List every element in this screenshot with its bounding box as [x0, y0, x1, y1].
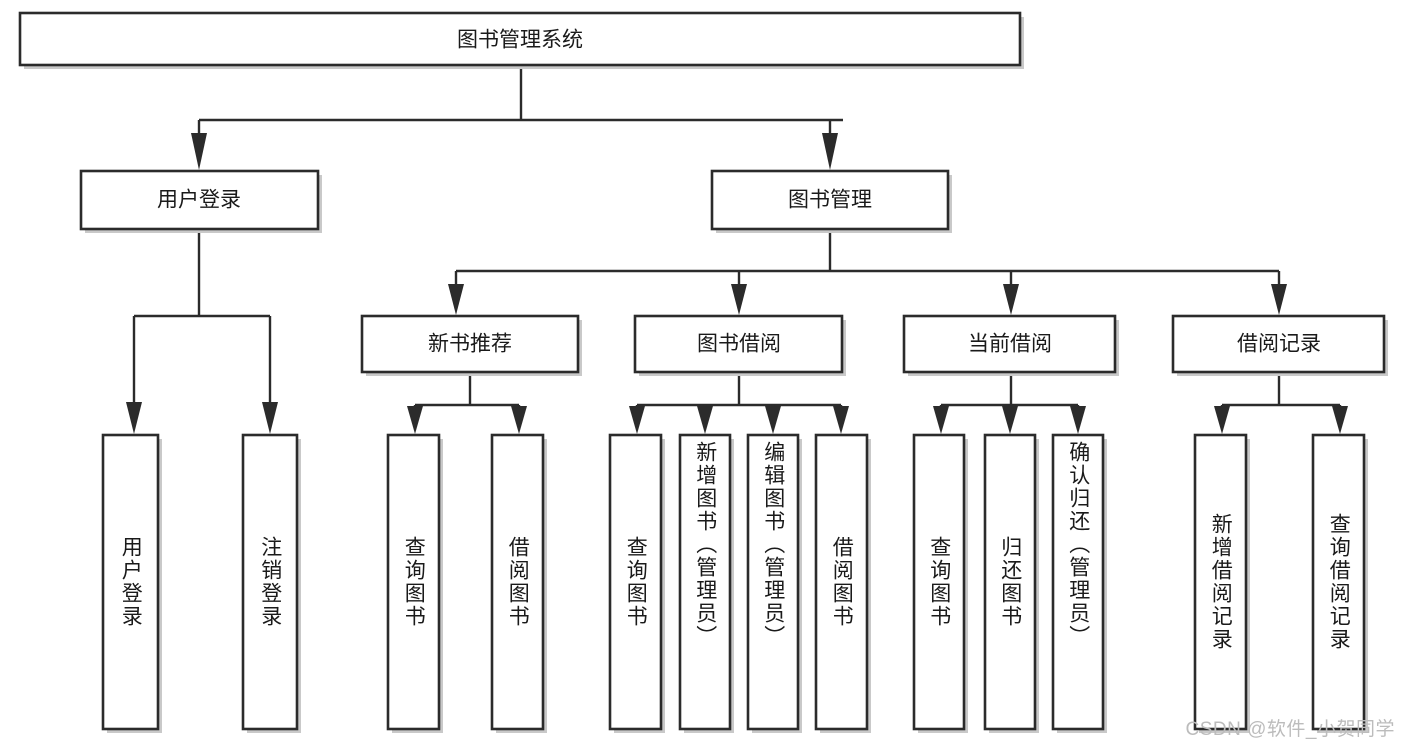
node-leaf-add-book-box[interactable]	[678, 433, 732, 731]
node-leaf-add-record-box[interactable]	[1193, 433, 1248, 731]
arrow-head-leaf-confirm-return	[1070, 406, 1086, 434]
node-new-book-recommend-label: 新书推荐	[428, 333, 512, 356]
arrow-head-leaf-borrow-book-2	[833, 406, 849, 434]
node-leaf-add-book[interactable]	[678, 433, 734, 733]
node-leaf-query-book-2-box[interactable]	[608, 433, 663, 731]
node-root-box[interactable]	[18, 11, 1022, 67]
node-book-borrow-label: 图书借阅	[697, 333, 781, 356]
node-leaf-add-record[interactable]	[1193, 433, 1250, 733]
connector-group-book-management	[448, 233, 1287, 315]
arrow-head-leaf-borrow-book-1	[511, 406, 527, 434]
node-leaf-query-book-2[interactable]	[608, 433, 665, 733]
arrow-head-leaf-user-logout	[262, 402, 278, 434]
node-book-borrow-box[interactable]	[633, 314, 844, 374]
node-borrow-record[interactable]: 借阅记录	[1171, 314, 1388, 376]
arrow-head-book-management	[822, 133, 838, 170]
arrow-head-current-borrow	[1003, 284, 1019, 315]
node-leaf-query-record[interactable]	[1311, 433, 1368, 733]
node-leaf-user-login-box[interactable]	[101, 433, 160, 731]
arrow-head-leaf-edit-book	[765, 406, 781, 434]
node-book-management-label: 图书管理	[788, 189, 872, 212]
node-current-borrow[interactable]: 当前借阅	[902, 314, 1119, 376]
node-leaf-query-book-3[interactable]	[912, 433, 968, 733]
node-user-login-label: 用户登录	[157, 189, 241, 212]
arrow-head-leaf-query-book-2	[629, 406, 645, 434]
connector-group-borrow-record	[1214, 375, 1348, 434]
arrow-head-leaf-query-book-1	[407, 406, 423, 434]
connector-group-new-book-recommend	[407, 375, 527, 434]
arrow-head-leaf-query-book-3	[933, 406, 949, 434]
node-leaf-borrow-book-1[interactable]	[490, 433, 547, 733]
node-leaf-edit-book[interactable]	[746, 433, 802, 733]
connector-group-current-borrow	[933, 375, 1086, 434]
node-root-label: 图书管理系统	[457, 29, 583, 52]
node-leaf-query-record-box[interactable]	[1311, 433, 1366, 731]
node-leaf-return-book[interactable]	[983, 433, 1039, 733]
node-leaf-query-book-1[interactable]	[386, 433, 443, 733]
arrow-head-leaf-add-book	[697, 406, 713, 434]
node-leaf-borrow-book-2-box[interactable]	[814, 433, 869, 731]
node-leaf-edit-book-box[interactable]	[746, 433, 800, 731]
node-borrow-record-box[interactable]	[1171, 314, 1386, 374]
connector-group-root	[191, 68, 843, 170]
connector-group-user-login	[126, 233, 278, 434]
node-leaf-user-logout-box[interactable]	[241, 433, 299, 731]
node-new-book-recommend-box[interactable]	[360, 314, 580, 374]
node-leaf-borrow-book-2[interactable]	[814, 433, 871, 733]
arrow-head-new-book-recommend	[448, 284, 464, 315]
connector-group-book-borrow	[629, 375, 849, 434]
node-user-login[interactable]: 用户登录	[79, 169, 322, 233]
node-leaf-user-logout[interactable]	[241, 433, 301, 733]
node-book-management-box[interactable]	[710, 169, 950, 231]
node-leaf-borrow-book-1-box[interactable]	[490, 433, 545, 731]
node-leaf-query-book-1-box[interactable]	[386, 433, 441, 731]
node-leaf-confirm-return-box[interactable]	[1051, 433, 1105, 731]
arrow-head-leaf-user-login	[126, 402, 142, 434]
node-leaf-query-book-3-box[interactable]	[912, 433, 966, 731]
arrow-head-leaf-query-record	[1332, 406, 1348, 434]
node-leaf-return-book-box[interactable]	[983, 433, 1037, 731]
arrow-head-leaf-return-book	[1002, 406, 1018, 434]
node-book-management[interactable]: 图书管理	[710, 169, 952, 233]
node-new-book-recommend[interactable]: 新书推荐	[360, 314, 582, 376]
node-leaf-confirm-return[interactable]	[1051, 433, 1107, 733]
node-current-borrow-label: 当前借阅	[968, 333, 1052, 356]
node-leaf-user-login[interactable]	[101, 433, 162, 733]
node-book-borrow[interactable]: 图书借阅	[633, 314, 846, 376]
node-current-borrow-box[interactable]	[902, 314, 1117, 374]
arrow-head-book-borrow	[731, 284, 747, 315]
watermark-text: CSDN @软件_小贺同学	[1185, 719, 1395, 740]
node-root[interactable]: 图书管理系统	[18, 11, 1024, 69]
arrow-head-leaf-add-record	[1214, 406, 1230, 434]
arrow-head-borrow-record	[1271, 284, 1287, 315]
node-borrow-record-label: 借阅记录	[1237, 333, 1321, 356]
arrow-head-user-login	[191, 133, 207, 170]
node-user-login-box[interactable]	[79, 169, 320, 231]
